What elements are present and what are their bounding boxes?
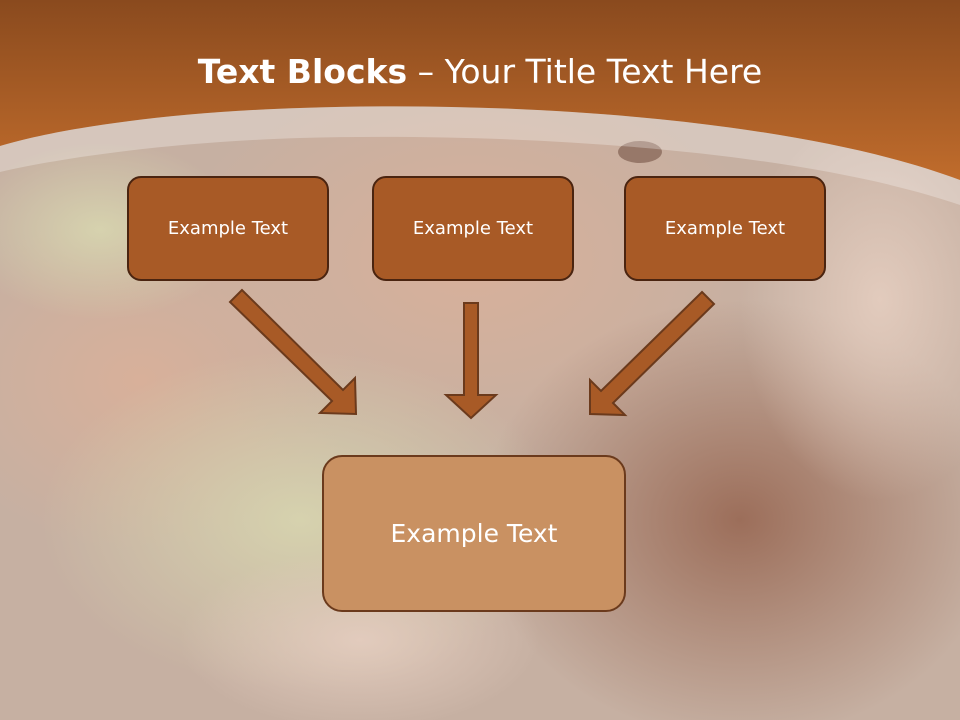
text-block-result: Example Text [322,455,626,612]
text-block-3: Example Text [624,176,826,281]
text-block-1: Example Text [127,176,329,281]
title-bold: Text Blocks [197,52,408,91]
title-separator: – [407,52,445,91]
slide-title: Text Blocks – Your Title Text Here [0,52,960,91]
text-block-2: Example Text [372,176,574,281]
title-rest: Your Title Text Here [444,52,763,91]
